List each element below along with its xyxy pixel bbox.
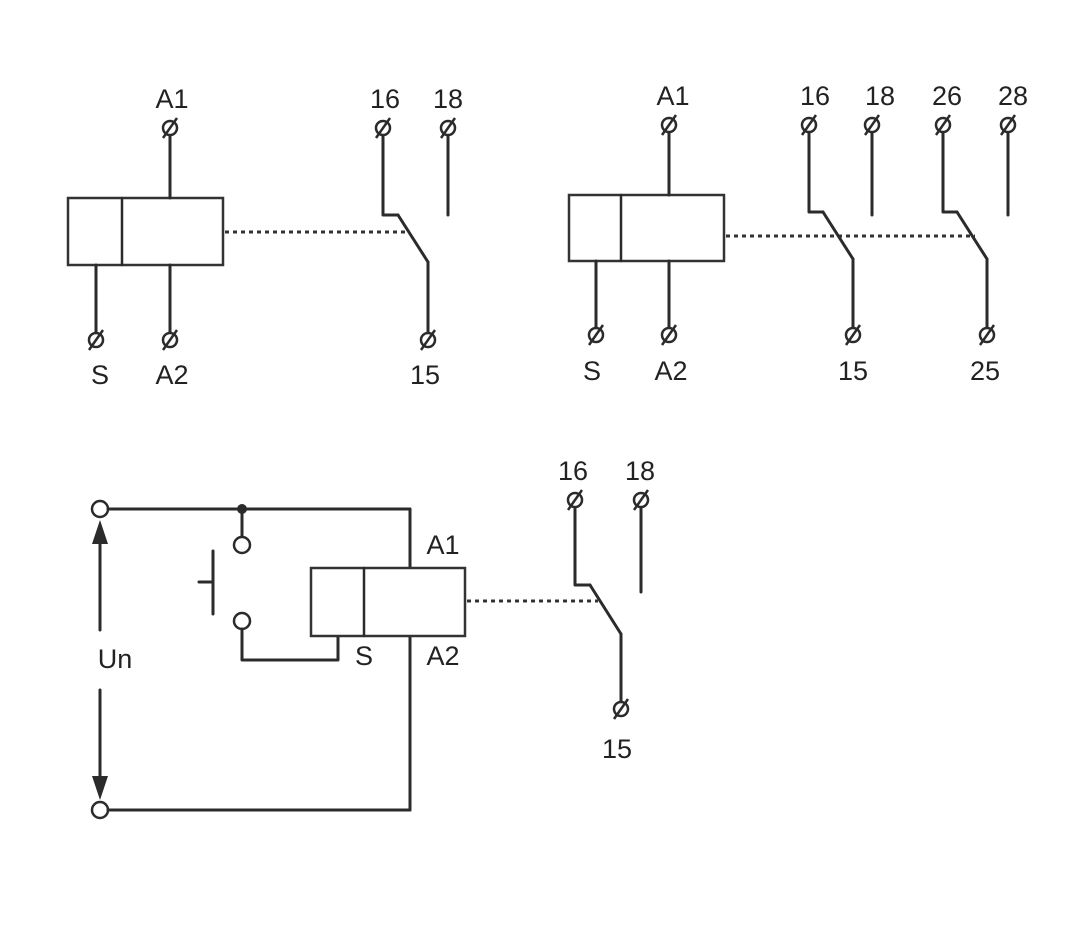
label-s: S xyxy=(91,360,109,390)
label-a1: A1 xyxy=(426,530,459,560)
terminal-18 xyxy=(632,489,650,511)
supply-bottom-rail xyxy=(90,634,412,820)
label-16: 16 xyxy=(370,84,400,114)
label-15: 15 xyxy=(602,734,632,764)
supply-top-rail xyxy=(90,499,412,570)
label-25: 25 xyxy=(970,356,1000,386)
terminal-s xyxy=(87,329,105,351)
label-a2: A2 xyxy=(654,356,687,386)
un-voltage-arrow xyxy=(92,520,108,800)
terminal-25 xyxy=(978,324,996,346)
terminal-a1 xyxy=(660,114,678,136)
label-a1: A1 xyxy=(656,81,689,111)
terminal-15 xyxy=(419,329,437,351)
relay-coil-box xyxy=(567,193,726,263)
label-18: 18 xyxy=(865,81,895,111)
terminal-a2 xyxy=(161,329,179,351)
changeover-contact-1 xyxy=(807,128,874,332)
label-26: 26 xyxy=(932,81,962,111)
diagram-2-double-contact: A1 16 18 26 28 S A2 15 25 xyxy=(567,81,1028,386)
label-15: 15 xyxy=(410,360,440,390)
diagram-3-connection-example: Un A1 S A2 16 18 15 xyxy=(90,456,655,820)
terminal-18 xyxy=(863,114,881,136)
terminal-a1 xyxy=(161,117,179,139)
label-a2: A2 xyxy=(426,641,459,671)
label-a1: A1 xyxy=(155,84,188,114)
terminal-15 xyxy=(844,324,862,346)
terminal-16 xyxy=(800,114,818,136)
label-18: 18 xyxy=(625,456,655,486)
label-16: 16 xyxy=(558,456,588,486)
label-a2: A2 xyxy=(155,360,188,390)
terminal-s xyxy=(587,324,605,346)
relay-coil-box xyxy=(309,566,467,638)
label-un: Un xyxy=(98,644,133,674)
relay-coil-box xyxy=(66,196,225,267)
label-28: 28 xyxy=(998,81,1028,111)
terminal-15 xyxy=(612,698,630,720)
terminal-28 xyxy=(999,114,1017,136)
label-18: 18 xyxy=(433,84,463,114)
terminal-26 xyxy=(934,114,952,136)
terminal-18 xyxy=(439,117,457,139)
label-16: 16 xyxy=(800,81,830,111)
diagram-1-single-contact: A1 16 18 S A2 15 xyxy=(66,84,463,390)
terminal-16 xyxy=(374,117,392,139)
changeover-contact xyxy=(573,503,643,706)
label-s: S xyxy=(355,641,373,671)
label-15: 15 xyxy=(838,356,868,386)
label-s: S xyxy=(583,356,601,386)
push-button-switch xyxy=(197,507,340,662)
terminal-a2 xyxy=(660,324,678,346)
changeover-contact-2 xyxy=(941,128,1010,332)
changeover-contact xyxy=(381,131,450,337)
terminal-16 xyxy=(566,489,584,511)
